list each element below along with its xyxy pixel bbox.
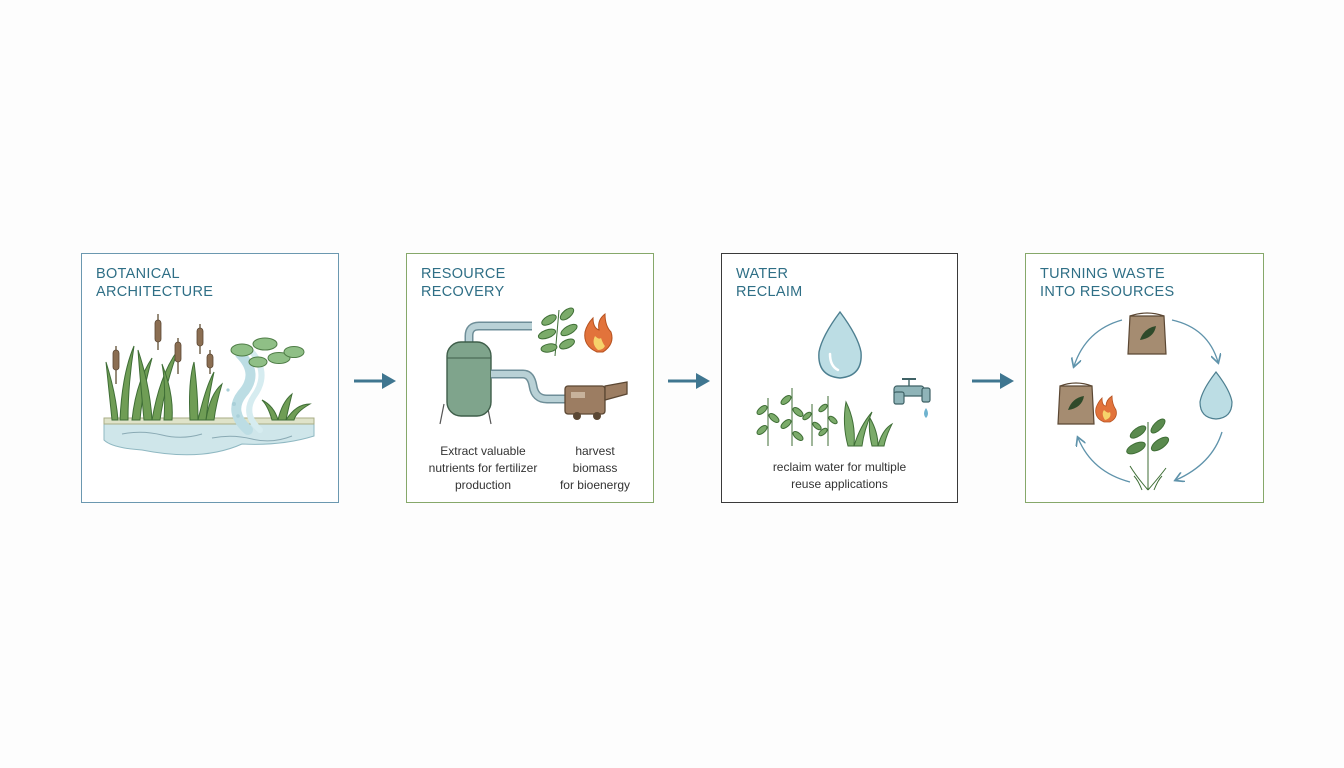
flame-icon bbox=[584, 312, 613, 353]
panel-title: WATER RECLAIM bbox=[736, 266, 803, 300]
recovery-illustration bbox=[439, 307, 628, 425]
water-drop-icon bbox=[818, 310, 862, 379]
panel-title: TURNING WASTE INTO RESOURCES bbox=[1040, 266, 1175, 300]
panel-title: BOTANICAL ARCHITECTURE bbox=[96, 266, 214, 300]
caption-reclaim-water: reclaim water for multiple reuse applica… bbox=[772, 460, 907, 491]
tank-pipe-icon bbox=[439, 321, 569, 425]
cycle-arrows-icon bbox=[1074, 319, 1223, 483]
resource-cycle-illustration bbox=[1057, 312, 1233, 491]
wetland-pond-icon bbox=[103, 417, 315, 456]
panel-water-reclaim: WATER RECLAIM bbox=[721, 253, 958, 503]
leaf-icon bbox=[537, 307, 578, 357]
flow-arrow bbox=[972, 373, 1014, 389]
cattail-reeds-icon bbox=[105, 314, 312, 421]
faucet-icon bbox=[893, 378, 931, 418]
fertilizer-bag-icon bbox=[1057, 312, 1167, 425]
water-drop-icon bbox=[1199, 371, 1233, 420]
flow-arrow bbox=[668, 373, 710, 389]
wetland-illustration bbox=[103, 314, 315, 456]
seedling-icon bbox=[1126, 418, 1170, 491]
panel-resource-recovery: RESOURCE RECOVERY bbox=[406, 253, 654, 503]
caption-harvest-biomass: harvest biomass for bioenergy bbox=[559, 444, 631, 492]
plants-icon bbox=[756, 388, 894, 447]
water-reclaim-illustration bbox=[756, 310, 931, 447]
flow-arrow bbox=[354, 373, 396, 389]
biomass-machine-icon bbox=[564, 381, 628, 420]
flame-icon bbox=[1095, 395, 1117, 423]
panel-botanical-architecture: BOTANICAL ARCHITECTURE bbox=[81, 253, 339, 503]
panel-turning-waste-into-resources: TURNING WASTE INTO RESOURCES bbox=[1025, 253, 1264, 503]
lily-pads-icon bbox=[230, 337, 305, 368]
panel-title: RESOURCE RECOVERY bbox=[421, 266, 506, 300]
caption-extract-nutrients: Extract valuable nutrients for fertilize… bbox=[428, 444, 538, 492]
